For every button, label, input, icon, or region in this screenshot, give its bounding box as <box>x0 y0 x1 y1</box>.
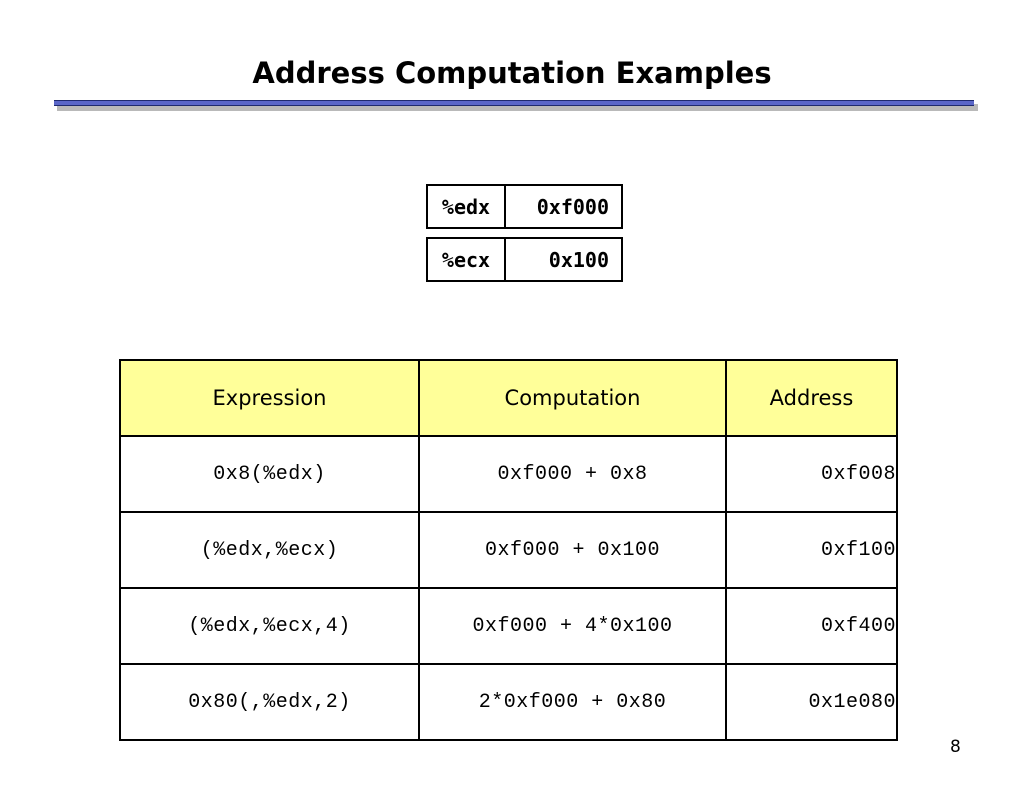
register-value: 0xf000 <box>536 194 609 219</box>
register-box-edx: %edx 0xf000 <box>426 184 623 229</box>
cell-computation: 0xf000 + 0x100 <box>418 511 727 589</box>
cell-expression: 0x8(%edx) <box>119 435 420 513</box>
cell-expression: (%edx,%ecx,4) <box>119 587 420 665</box>
cell-address: 0xf400 <box>725 587 898 665</box>
cell-computation: 0xf000 + 4*0x100 <box>418 587 727 665</box>
address-computation-table: Expression Computation Address 0x8(%edx)… <box>119 359 898 741</box>
table-row: (%edx,%ecx,4) 0xf000 + 4*0x100 0xf400 <box>119 587 898 665</box>
header-expression: Expression <box>119 359 420 437</box>
table-row: (%edx,%ecx) 0xf000 + 0x100 0xf100 <box>119 511 898 589</box>
table-row: 0x80(,%edx,2) 2*0xf000 + 0x80 0x1e080 <box>119 663 898 741</box>
register-name: %ecx <box>428 239 506 280</box>
title-rule-shadow <box>57 104 978 111</box>
register-value: 0x100 <box>548 247 609 272</box>
cell-address: 0x1e080 <box>725 663 898 741</box>
cell-expression: 0x80(,%edx,2) <box>119 663 420 741</box>
header-address: Address <box>725 359 898 437</box>
table-row: 0x8(%edx) 0xf000 + 0x8 0xf008 <box>119 435 898 513</box>
cell-address: 0xf100 <box>725 511 898 589</box>
cell-computation: 0xf000 + 0x8 <box>418 435 727 513</box>
header-computation: Computation <box>418 359 727 437</box>
title-rule <box>54 100 974 106</box>
cell-computation: 2*0xf000 + 0x80 <box>418 663 727 741</box>
slide-title: Address Computation Examples <box>252 56 772 90</box>
register-box-ecx: %ecx 0x100 <box>426 237 623 282</box>
cell-expression: (%edx,%ecx) <box>119 511 420 589</box>
page-number: 8 <box>950 737 961 757</box>
register-name: %edx <box>428 186 506 227</box>
cell-address: 0xf008 <box>725 435 898 513</box>
table-header-row: Expression Computation Address <box>119 359 898 437</box>
